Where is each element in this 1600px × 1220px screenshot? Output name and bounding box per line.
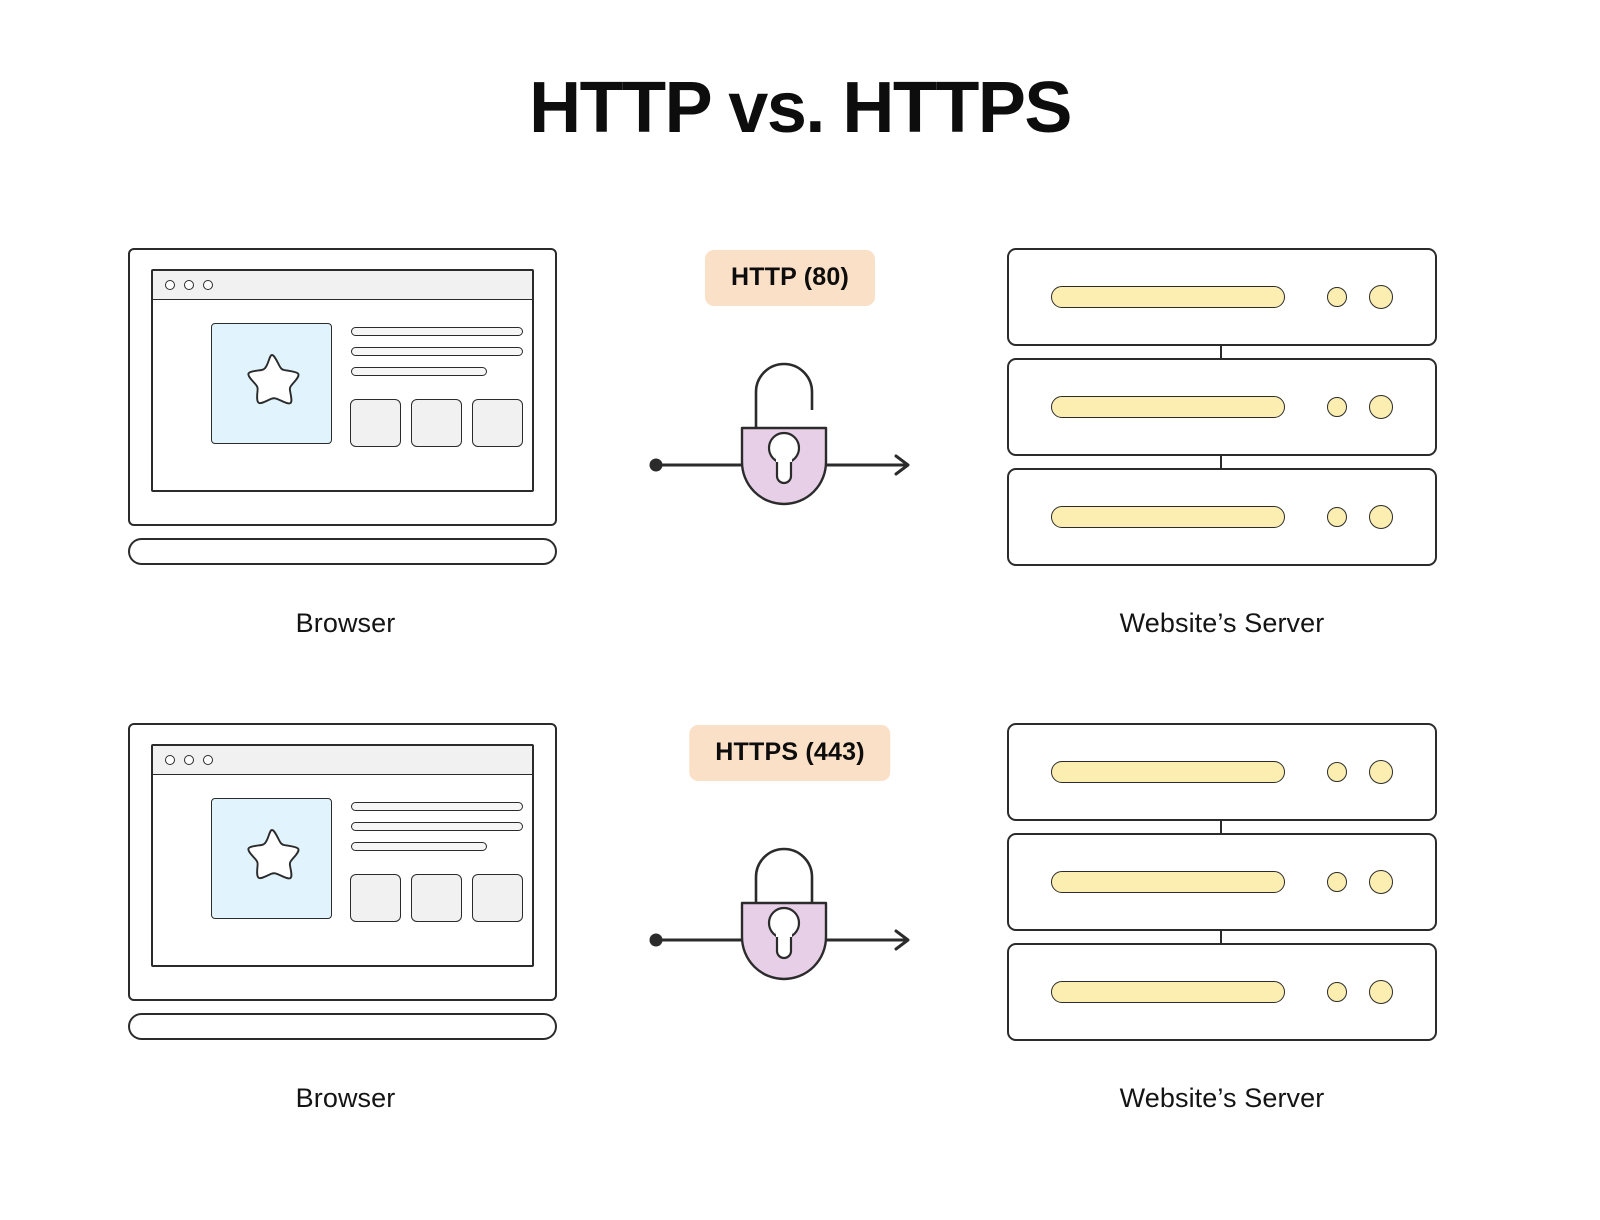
- rack-connector: [1007, 345, 1437, 359]
- server-unit: [1007, 943, 1437, 1041]
- transmission-line-group: [630, 815, 950, 995]
- server-led-icon: [1369, 395, 1393, 419]
- server-unit: [1007, 248, 1437, 346]
- server-unit: [1007, 723, 1437, 821]
- server-led-icon: [1369, 505, 1393, 529]
- server-unit: [1007, 468, 1437, 566]
- connection-start-dot: [649, 933, 663, 947]
- window-controls: [165, 746, 213, 774]
- locked-padlock-icon: [740, 847, 828, 981]
- caption-browser: Browser: [295, 608, 396, 638]
- star-icon: [246, 353, 299, 404]
- content-card: [472, 399, 523, 447]
- protocol-badge: HTTP (80): [704, 250, 876, 306]
- caption-browser: Browser: [295, 1083, 396, 1113]
- page-title: HTTP vs. HTTPS: [529, 68, 1072, 148]
- text-line: [351, 347, 523, 356]
- monitor-stand: [128, 1013, 557, 1040]
- content-card: [411, 399, 462, 447]
- server-led-icon: [1327, 982, 1347, 1002]
- server-led-icon: [1327, 397, 1347, 417]
- server-led-group: [1327, 760, 1393, 784]
- server-led-group: [1327, 285, 1393, 309]
- server-led-icon: [1369, 760, 1393, 784]
- window-dot-icon: [203, 755, 213, 765]
- caption-server: Website’s Server: [1119, 1083, 1325, 1113]
- server-illustration-https: [1007, 723, 1437, 1041]
- server-led-icon: [1327, 872, 1347, 892]
- content-card: [411, 874, 462, 922]
- server-led-icon: [1327, 287, 1347, 307]
- browser-window: [151, 269, 534, 492]
- transmission-line-group: [630, 340, 950, 520]
- card-group: [350, 399, 523, 447]
- browser-page-body: [153, 775, 532, 965]
- browser-illustration-http: [128, 248, 563, 565]
- arrow-head-icon: [894, 454, 910, 476]
- server-led-icon: [1327, 507, 1347, 527]
- monitor-stand: [128, 538, 557, 565]
- server-led-icon: [1369, 870, 1393, 894]
- text-line-group: [351, 327, 523, 387]
- rack-connector: [1007, 820, 1437, 834]
- server-led-icon: [1369, 980, 1393, 1004]
- connection-start-dot: [649, 458, 663, 472]
- row-http: Browser HTTP (80): [0, 230, 1600, 700]
- arrow-head-icon: [894, 929, 910, 951]
- window-dot-icon: [184, 280, 194, 290]
- server-drive-bay: [1051, 286, 1285, 308]
- rack-connector: [1007, 930, 1437, 944]
- server-led-group: [1327, 395, 1393, 419]
- window-controls: [165, 271, 213, 299]
- row-https: Browser HTTPS (443): [0, 705, 1600, 1175]
- window-dot-icon: [165, 755, 175, 765]
- image-placeholder: [211, 798, 332, 919]
- monitor-frame: [128, 723, 557, 1001]
- connector-https: HTTPS (443): [630, 705, 950, 1175]
- browser-titlebar: [153, 746, 532, 775]
- window-dot-icon: [184, 755, 194, 765]
- text-line: [351, 802, 523, 811]
- server-drive-bay: [1051, 981, 1285, 1003]
- browser-titlebar: [153, 271, 532, 300]
- server-led-group: [1327, 980, 1393, 1004]
- content-card: [472, 874, 523, 922]
- server-drive-bay: [1051, 396, 1285, 418]
- image-placeholder: [211, 323, 332, 444]
- server-led-icon: [1369, 285, 1393, 309]
- content-card: [350, 874, 401, 922]
- server-drive-bay: [1051, 761, 1285, 783]
- server-illustration-http: [1007, 248, 1437, 566]
- window-dot-icon: [203, 280, 213, 290]
- caption-server: Website’s Server: [1119, 608, 1325, 638]
- browser-illustration-https: [128, 723, 563, 1040]
- rack-connector: [1007, 455, 1437, 469]
- text-line: [351, 842, 487, 851]
- text-line-group: [351, 802, 523, 862]
- server-led-icon: [1327, 762, 1347, 782]
- text-line: [351, 822, 523, 831]
- server-unit: [1007, 358, 1437, 456]
- browser-page-body: [153, 300, 532, 490]
- server-led-group: [1327, 505, 1393, 529]
- server-drive-bay: [1051, 506, 1285, 528]
- server-led-group: [1327, 870, 1393, 894]
- browser-window: [151, 744, 534, 967]
- unlocked-padlock-icon: [740, 362, 828, 506]
- window-dot-icon: [165, 280, 175, 290]
- card-group: [350, 874, 523, 922]
- star-icon: [246, 828, 299, 879]
- monitor-frame: [128, 248, 557, 526]
- text-line: [351, 367, 487, 376]
- server-drive-bay: [1051, 871, 1285, 893]
- text-line: [351, 327, 523, 336]
- connector-http: HTTP (80): [630, 230, 950, 700]
- content-card: [350, 399, 401, 447]
- protocol-badge: HTTPS (443): [689, 725, 891, 781]
- server-unit: [1007, 833, 1437, 931]
